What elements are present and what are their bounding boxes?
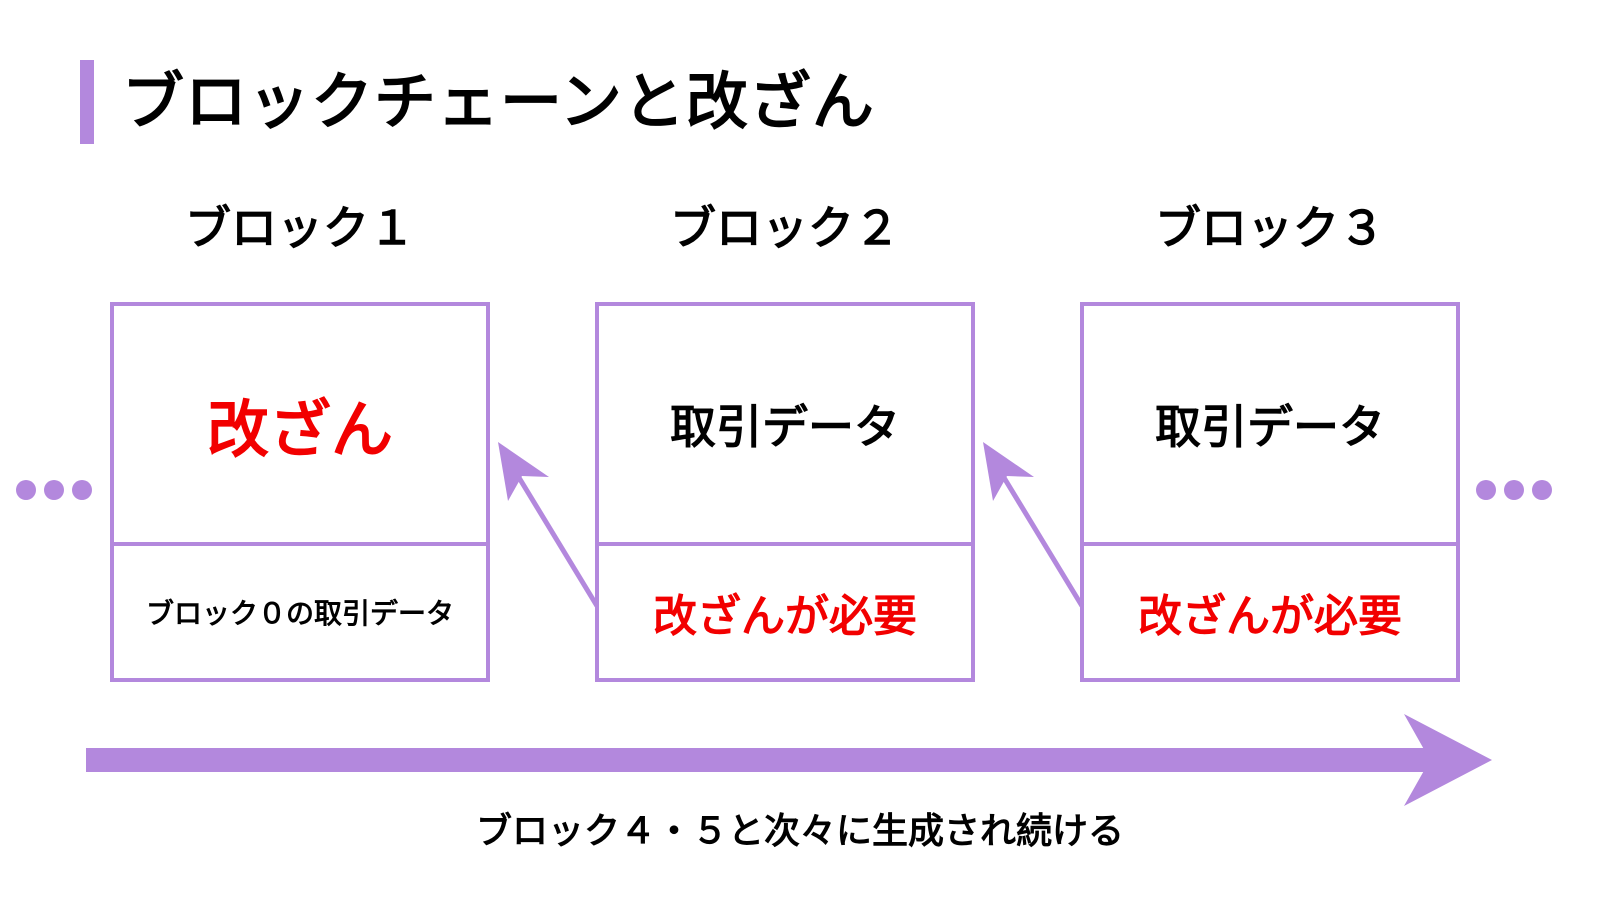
- block-1-data-area: 改ざん: [114, 306, 486, 542]
- block-2-prev-area: 改ざんが必要: [599, 546, 971, 678]
- link-arrow-head: [983, 442, 1034, 501]
- block-1-label: ブロック１: [185, 201, 415, 255]
- ellipsis-icon-right: [1476, 480, 1552, 500]
- block-3-prev-text: 改ざんが必要: [1138, 591, 1402, 642]
- block-2-divider: [599, 542, 971, 546]
- dot: [16, 480, 36, 500]
- block-2-data-text: 取引データ: [670, 400, 900, 454]
- link-arrow-shaft: [515, 474, 600, 608]
- block-3-data-text: 取引データ: [1155, 400, 1385, 454]
- timeline-arrow-head: [1404, 714, 1492, 806]
- timeline-arrow-shaft: [86, 748, 1430, 772]
- block-2-prev-text: 改ざんが必要: [653, 591, 917, 642]
- block-3: 取引データ 改ざんが必要: [1080, 302, 1460, 682]
- dot: [44, 480, 64, 500]
- block-1: 改ざん ブロック０の取引データ: [110, 302, 490, 682]
- link-arrow-icon-3-to-2: [983, 442, 1085, 608]
- link-arrow-shaft: [1000, 474, 1085, 608]
- link-arrow-icon-2-to-1: [498, 442, 600, 608]
- block-2-label: ブロック２: [670, 201, 900, 255]
- title-accent-bar: [80, 60, 94, 144]
- dot: [1532, 480, 1552, 500]
- block-3-data-area: 取引データ: [1084, 306, 1456, 542]
- dot: [72, 480, 92, 500]
- ellipsis-icon-left: [16, 480, 92, 500]
- block-2-data-area: 取引データ: [599, 306, 971, 542]
- block-3-divider: [1084, 542, 1456, 546]
- block-3-label: ブロック３: [1155, 201, 1385, 255]
- block-1-prev-text: ブロック０の取引データ: [145, 597, 454, 630]
- dot: [1504, 480, 1524, 500]
- dot: [1476, 480, 1496, 500]
- block-1-data-text: 改ざん: [206, 393, 393, 466]
- timeline-arrow-icon: [86, 714, 1492, 806]
- block-1-divider: [114, 542, 486, 546]
- block-1-prev-area: ブロック０の取引データ: [114, 546, 486, 678]
- block-2: 取引データ 改ざんが必要: [595, 302, 975, 682]
- link-arrow-head: [498, 442, 549, 501]
- page-title: ブロックチェーンと改ざん: [122, 65, 875, 138]
- timeline-label: ブロック４・５と次々に生成され続ける: [475, 811, 1124, 852]
- block-3-prev-area: 改ざんが必要: [1084, 546, 1456, 678]
